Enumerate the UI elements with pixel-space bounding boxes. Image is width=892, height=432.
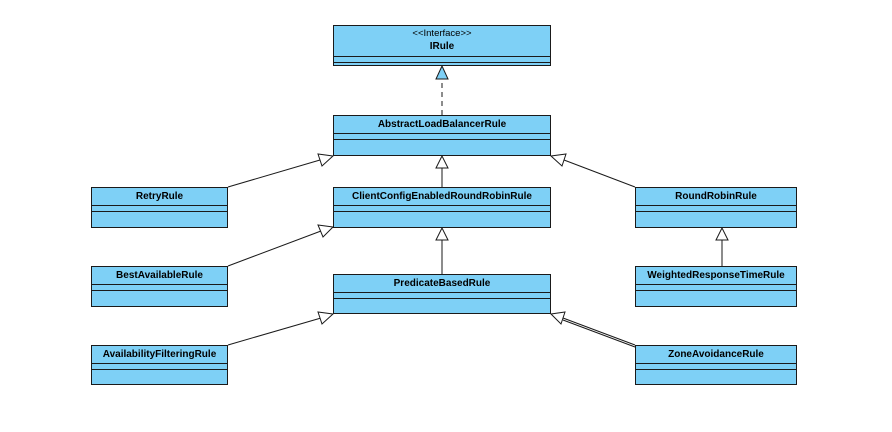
inheritance-line [563, 159, 636, 188]
inheritance-line [227, 159, 321, 188]
inheritance-arrowhead [435, 226, 449, 241]
attributes-compartment [636, 364, 796, 370]
attributes-compartment [92, 364, 227, 370]
inheritance-arrowhead [317, 153, 335, 167]
interface-name: IRule [429, 41, 455, 52]
zone-avoidance-rule-box[interactable]: ZoneAvoidanceRule [635, 345, 797, 385]
attributes-compartment [636, 285, 796, 291]
attributes-compartment [92, 206, 227, 212]
inheritance-arrowhead [549, 311, 566, 325]
class-name: PredicateBasedRule [334, 275, 550, 293]
class-name: AbstractLoadBalancerRule [334, 116, 550, 134]
client-config-enabled-round-robin-rule-box[interactable]: ClientConfigEnabledRoundRobinRule [333, 187, 551, 228]
attributes-compartment [636, 206, 796, 212]
inheritance-arrowhead [549, 153, 567, 167]
inheritance-arrowhead [715, 226, 729, 241]
inheritance-arrowhead [435, 154, 449, 169]
round-robin-rule-box[interactable]: RoundRobinRule [635, 187, 797, 228]
class-name: RoundRobinRule [636, 188, 796, 206]
inheritance-arrowhead [317, 311, 335, 325]
inheritance-arrowhead [317, 224, 335, 238]
weighted-response-time-rule-box[interactable]: WeightedResponseTimeRule [635, 266, 797, 307]
inheritance-line [227, 317, 322, 346]
interface-stereotype: <<Interface>> [412, 28, 472, 39]
class-name: WeightedResponseTimeRule [636, 267, 796, 285]
attributes-compartment [334, 206, 550, 212]
class-name: BestAvailableRule [92, 267, 227, 285]
class-name: ClientConfigEnabledRoundRobinRule [334, 188, 550, 206]
retry-rule-box[interactable]: RetryRule [91, 187, 228, 228]
attributes-compartment [92, 285, 227, 291]
irule-interface-box[interactable]: <<Interface>> IRule [333, 25, 551, 66]
abstract-load-balancer-rule-box[interactable]: AbstractLoadBalancerRule [333, 115, 551, 156]
interface-header: <<Interface>> IRule [334, 26, 550, 57]
inheritance-line [562, 319, 636, 348]
predicate-based-rule-box[interactable]: PredicateBasedRule [333, 274, 551, 314]
best-available-rule-box[interactable]: BestAvailableRule [91, 266, 228, 307]
class-name: AvailabilityFilteringRule [92, 346, 227, 364]
attributes-compartment [334, 134, 550, 140]
class-name: RetryRule [92, 188, 227, 206]
attributes-compartment [334, 57, 550, 63]
availability-filtering-rule-box[interactable]: AvailabilityFilteringRule [91, 345, 228, 385]
inheritance-line [562, 317, 636, 346]
realization-arrowhead [435, 64, 449, 80]
class-name: ZoneAvoidanceRule [636, 346, 796, 364]
attributes-compartment [334, 293, 550, 299]
inheritance-line [227, 230, 322, 267]
